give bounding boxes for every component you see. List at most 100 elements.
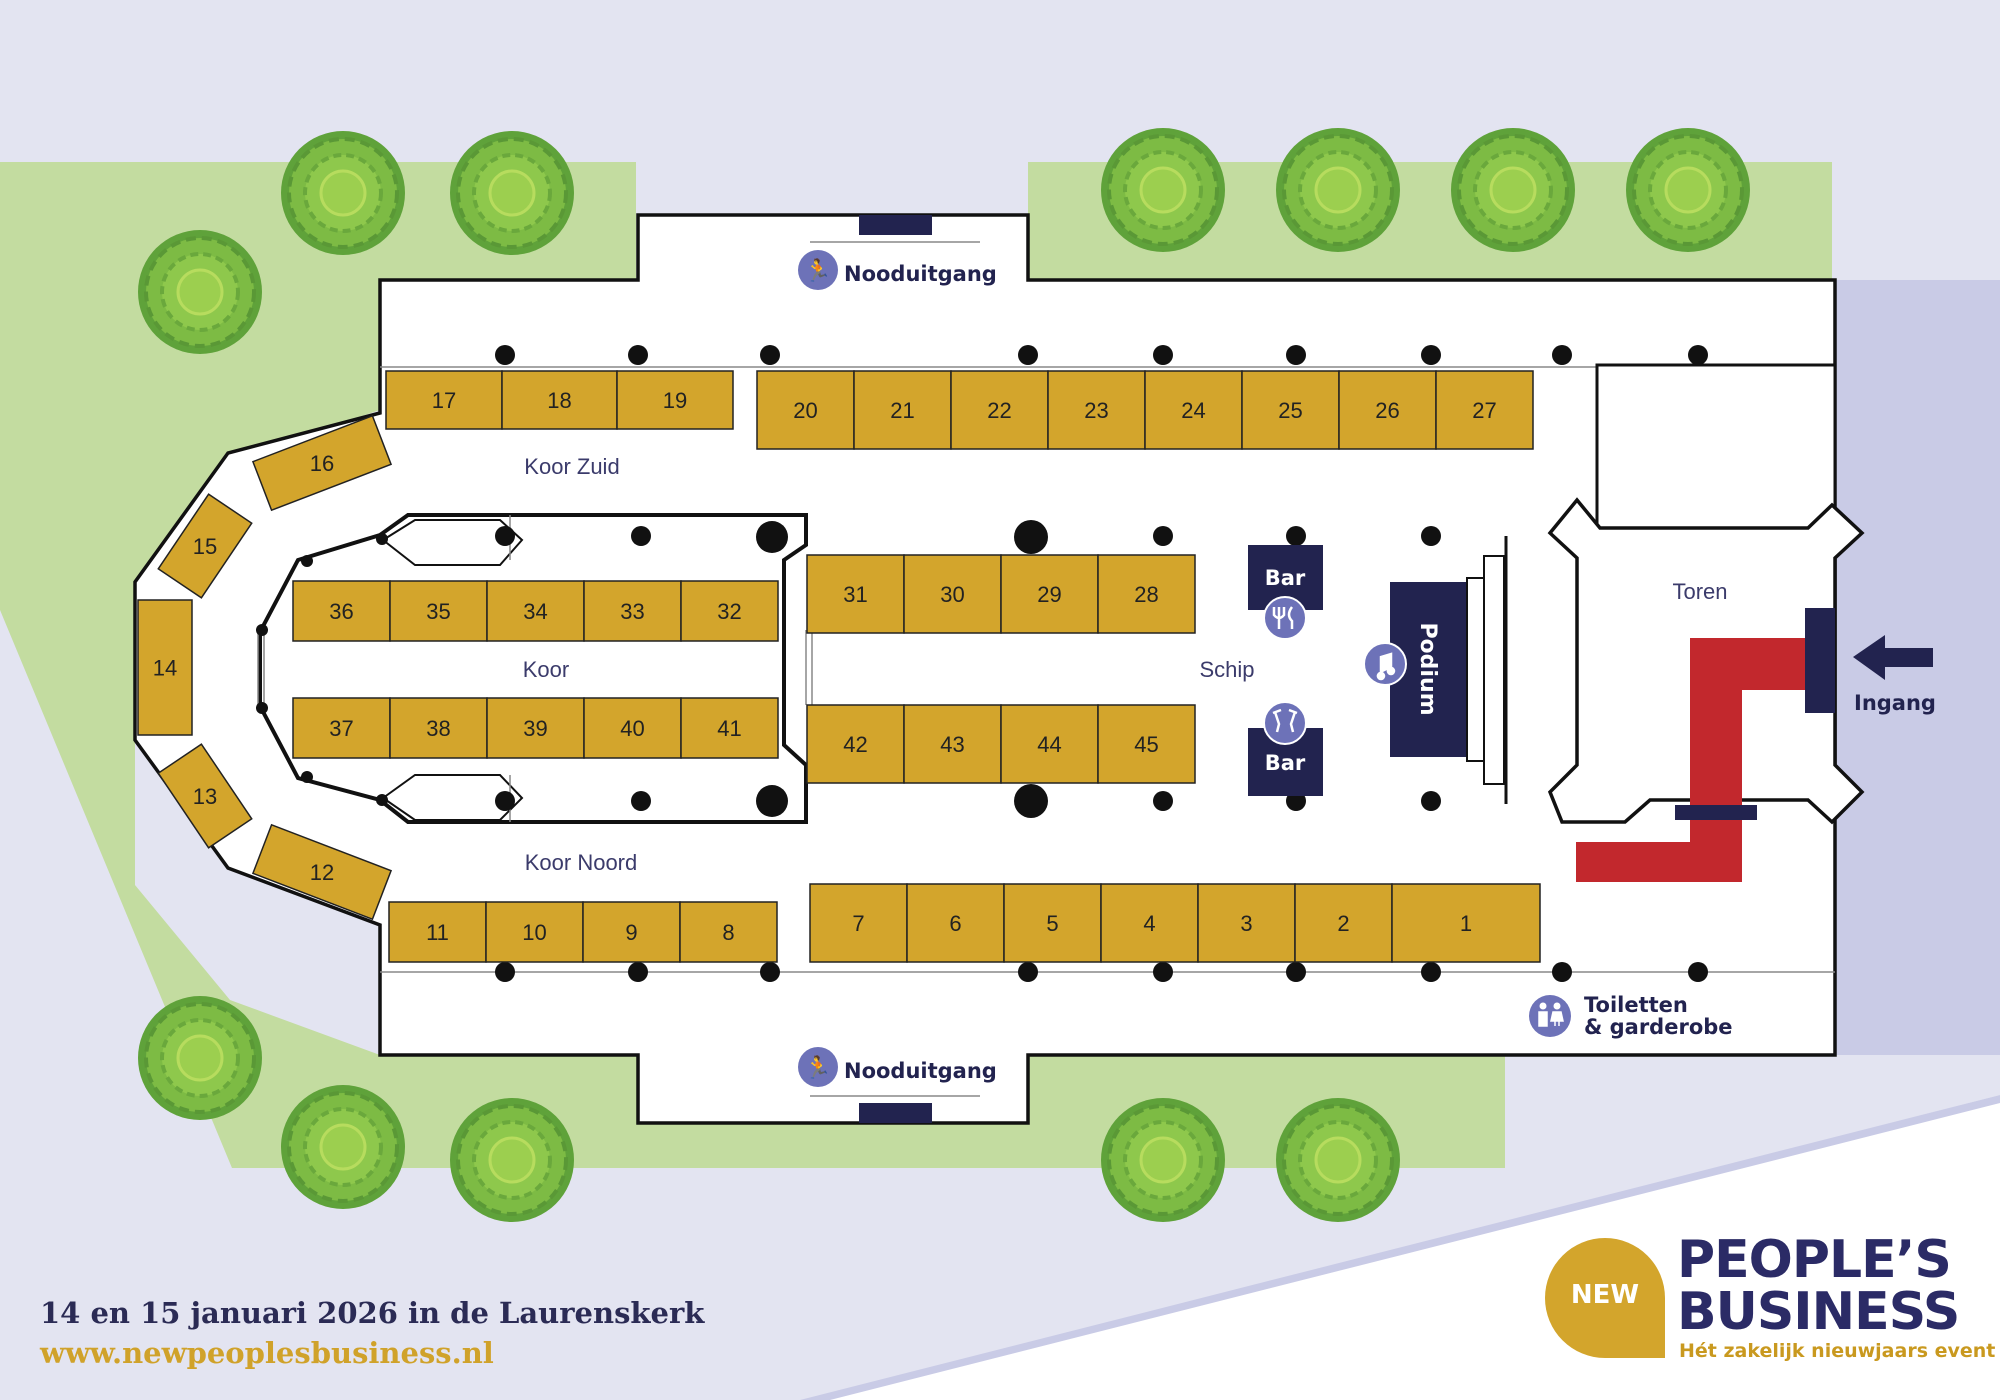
booth-box — [292, 580, 391, 642]
booth-2[interactable]: 2 — [1294, 883, 1393, 963]
booth-17[interactable]: 17 — [385, 370, 503, 430]
booth-11[interactable]: 11 — [388, 901, 487, 963]
toilets-and-cloakroom[interactable]: Toiletten & garderobe — [1529, 993, 1733, 1039]
street-diagonal-edge — [800, 1095, 2000, 1400]
booth-40[interactable]: 40 — [583, 697, 682, 759]
booth-22[interactable]: 22 — [950, 370, 1049, 450]
booth-box — [292, 697, 391, 759]
booth-31[interactable]: 31 — [806, 554, 905, 634]
booth-36[interactable]: 36 — [292, 580, 391, 642]
booth-16[interactable]: 16 — [251, 414, 393, 512]
booth-32[interactable]: 32 — [680, 580, 779, 642]
stage[interactable]: Podium — [1363, 536, 1508, 804]
booth-number: 36 — [329, 599, 353, 624]
booth-44[interactable]: 44 — [1000, 704, 1099, 784]
entrance[interactable]: Ingang — [1853, 635, 1936, 715]
booth-number: 39 — [523, 716, 547, 741]
booth-number: 16 — [310, 451, 334, 476]
svg-text:🏃: 🏃 — [804, 258, 831, 284]
booth-34[interactable]: 34 — [486, 580, 585, 642]
booth-box — [680, 580, 779, 642]
booth-7[interactable]: 7 — [809, 883, 908, 963]
booth-number: 10 — [522, 920, 546, 945]
area-label-koor: Koor — [523, 657, 569, 682]
booth-box — [806, 554, 905, 634]
booth-6[interactable]: 6 — [906, 883, 1005, 963]
booth-3[interactable]: 3 — [1197, 883, 1296, 963]
booth-19[interactable]: 19 — [616, 370, 734, 430]
booth-42[interactable]: 42 — [806, 704, 905, 784]
booth-number: 18 — [547, 388, 571, 413]
booth-27[interactable]: 27 — [1435, 370, 1534, 450]
booth-number: 9 — [625, 920, 637, 945]
website-link[interactable]: www.newpeoplesbusiness.nl — [40, 1336, 494, 1370]
booth-29[interactable]: 29 — [1000, 554, 1099, 634]
choir-gate-south — [381, 774, 524, 821]
booth-45[interactable]: 45 — [1097, 704, 1196, 784]
booth-35[interactable]: 35 — [389, 580, 488, 642]
booth-box — [1294, 883, 1393, 963]
booth-33[interactable]: 33 — [583, 580, 682, 642]
booth-number: 17 — [432, 388, 456, 413]
booth-23[interactable]: 23 — [1047, 370, 1146, 450]
bar-north[interactable]: Bar — [1248, 545, 1323, 640]
booth-41[interactable]: 41 — [680, 697, 779, 759]
booth-9[interactable]: 9 — [582, 901, 681, 963]
booth-21[interactable]: 21 — [853, 370, 952, 450]
entrance-door[interactable] — [1805, 608, 1835, 713]
booth-4[interactable]: 4 — [1100, 883, 1199, 963]
booth-28[interactable]: 28 — [1097, 554, 1196, 634]
area-label-koor-noord: Koor Noord — [525, 850, 638, 875]
booth-20[interactable]: 20 — [756, 370, 855, 450]
booth-12[interactable]: 12 — [251, 823, 393, 921]
booth-box — [1100, 883, 1199, 963]
entrance-label: Ingang — [1854, 691, 1936, 715]
booth-number: 24 — [1181, 398, 1205, 423]
booth-10[interactable]: 10 — [485, 901, 584, 963]
booth-number: 34 — [523, 599, 547, 624]
booth-box — [903, 554, 1002, 634]
booth-14[interactable]: 14 — [137, 599, 193, 736]
booth-number: 30 — [940, 582, 964, 607]
running-person-icon — [798, 1047, 838, 1087]
booth-8[interactable]: 8 — [679, 901, 778, 963]
booth-37[interactable]: 37 — [292, 697, 391, 759]
booth-number: 6 — [949, 911, 961, 936]
booth-number: 33 — [620, 599, 644, 624]
toilets-label-line2: & garderobe — [1584, 1015, 1733, 1039]
booth-5[interactable]: 5 — [1003, 883, 1102, 963]
booth-38[interactable]: 38 — [389, 697, 488, 759]
booth-number: 15 — [193, 534, 217, 559]
booth-1[interactable]: 1 — [1391, 883, 1541, 963]
bar-south[interactable]: Bar — [1248, 701, 1323, 796]
exit-door-north[interactable] — [859, 215, 932, 235]
booth-24[interactable]: 24 — [1144, 370, 1243, 450]
booth-number: 22 — [987, 398, 1011, 423]
booth-box — [756, 370, 855, 450]
area-label-koor-zuid: Koor Zuid — [524, 454, 619, 479]
booth-number: 31 — [843, 582, 867, 607]
emergency-exit-label-south: Nooduitgang — [844, 1059, 997, 1083]
booth-number: 27 — [1472, 398, 1496, 423]
logo-badge-text: NEW — [1570, 1280, 1640, 1310]
booth-number: 32 — [717, 599, 741, 624]
booth-number: 19 — [663, 388, 687, 413]
tower-door[interactable] — [1675, 805, 1757, 820]
booth-43[interactable]: 43 — [903, 704, 1002, 784]
booth-30[interactable]: 30 — [903, 554, 1002, 634]
logo-badge-corner — [1605, 1298, 1665, 1358]
booth-box — [137, 599, 193, 736]
event-date-location: 14 en 15 januari 2026 in de Laurenskerk — [40, 1296, 705, 1330]
booth-39[interactable]: 39 — [486, 697, 585, 759]
booth-box — [251, 414, 393, 512]
booth-13[interactable]: 13 — [157, 743, 253, 849]
booth-26[interactable]: 26 — [1338, 370, 1437, 450]
booth-box — [1097, 704, 1196, 784]
area-label-schip: Schip — [1199, 657, 1254, 682]
svg-text:🏃: 🏃 — [804, 1055, 831, 1081]
booth-18[interactable]: 18 — [501, 370, 618, 430]
booth-15[interactable]: 15 — [157, 493, 253, 599]
booth-25[interactable]: 25 — [1241, 370, 1340, 450]
exit-door-south[interactable] — [859, 1103, 932, 1123]
